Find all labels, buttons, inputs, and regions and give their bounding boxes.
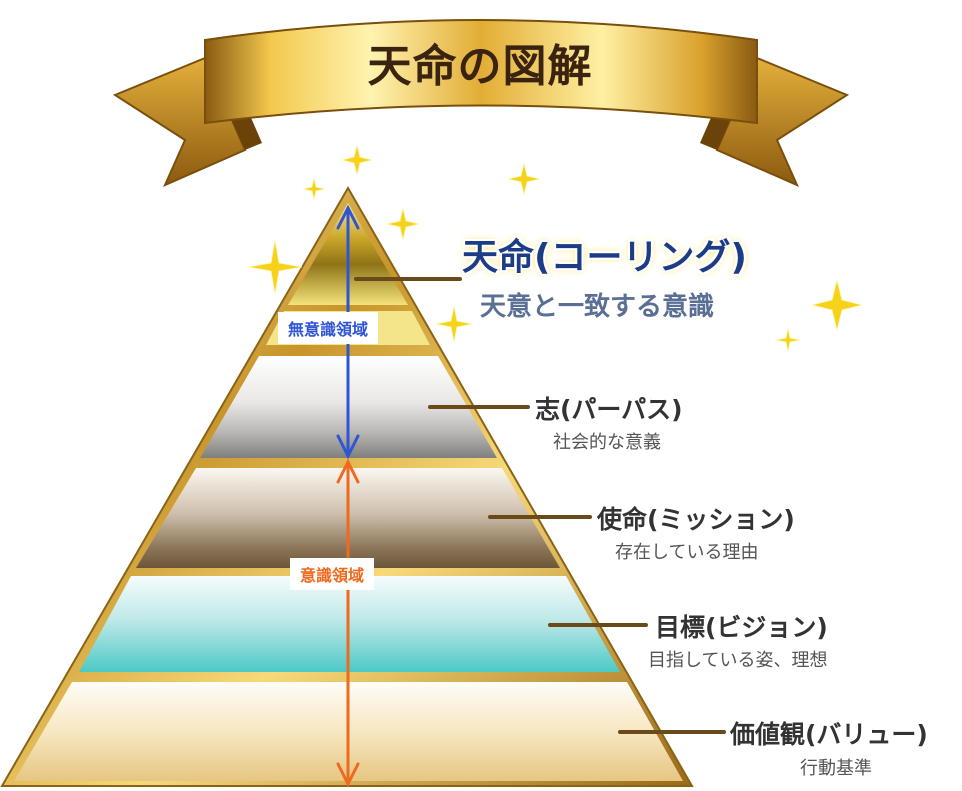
sparkle-icon [811,279,863,331]
layer-value-title: 価値観(バリュー) [730,720,928,749]
sparkle-icon [435,305,473,343]
conscious-zone-label: 意識領域 [290,558,375,590]
sparkle-icon [341,144,373,176]
layer-vision-title: 目標(ビジョン) [655,613,828,642]
calling-subtitle: 天意と一致する意識 [480,292,715,322]
layer-mission-subtitle: 存在している理由 [615,542,759,563]
sparkle-icon [386,207,420,241]
banner-ribbon [112,19,850,187]
layer-mission-title: 使命(ミッション) [597,505,795,534]
layer-vision-subtitle: 目指している姿、理想 [648,650,828,671]
sparkle-icon [247,239,303,295]
layer-value-subtitle: 行動基準 [800,758,872,779]
sparkle-icon [775,327,801,353]
banner-title: 天命の図解 [367,41,593,92]
calling-title: 天命(コーリング) [462,237,747,278]
layer-purpose-subtitle: 社会的な意義 [553,432,661,453]
sparkle-icon [507,162,541,196]
unconscious-zone-label: 無意識領域 [278,312,379,344]
layer-purpose-title: 志(パーパス) [535,395,683,424]
sparkle-icon [302,177,326,201]
